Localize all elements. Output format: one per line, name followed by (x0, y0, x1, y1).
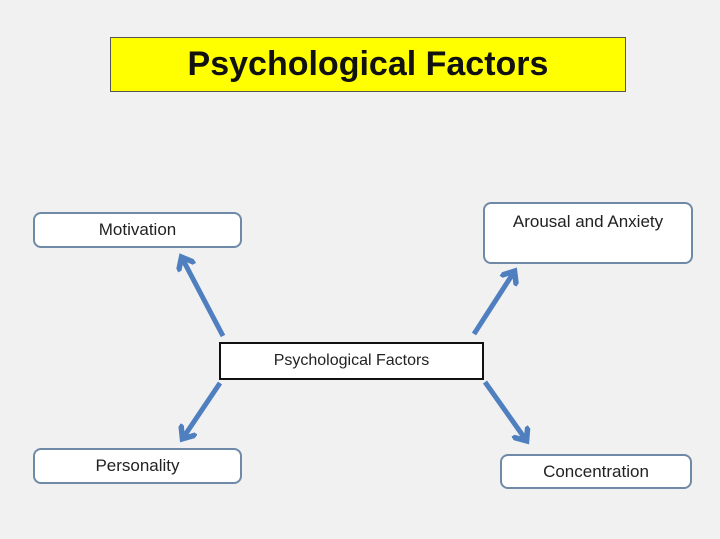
node-label: Motivation (98, 220, 177, 239)
center-node-label: Psychological Factors (273, 352, 430, 369)
title-banner: Psychological Factors (110, 37, 626, 92)
arrow-to-concentration (482, 380, 526, 440)
arrow-to-motivation (182, 258, 226, 338)
node-motivation: Motivation (33, 212, 242, 248)
center-node: Psychological Factors (219, 342, 484, 380)
node-label: Personality (95, 456, 180, 475)
node-concentration: Concentration (500, 454, 692, 489)
arrow-to-arousal (471, 272, 514, 336)
node-arousal-and-anxiety: Arousal and Anxiety (483, 202, 693, 264)
node-label: Arousal and Anxiety (512, 212, 664, 231)
arrow-to-personality (183, 381, 223, 438)
node-personality: Personality (33, 448, 242, 484)
node-label: Concentration (543, 461, 649, 481)
page-title: Psychological Factors (187, 45, 549, 83)
